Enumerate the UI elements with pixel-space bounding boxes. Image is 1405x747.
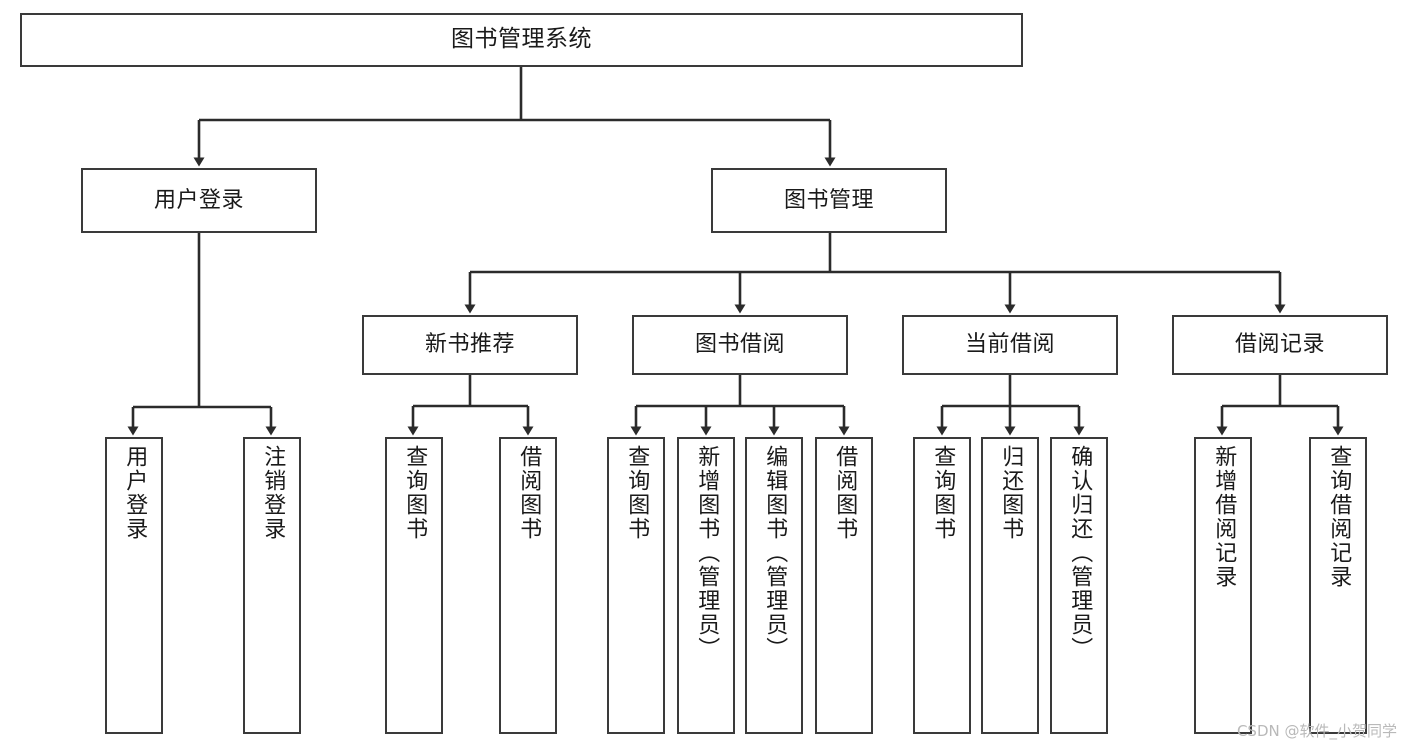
node-leaf-query-book-borrow[interactable]: 查询图书	[607, 437, 665, 734]
node-borrow-record[interactable]: 借阅记录	[1172, 315, 1388, 375]
node-label: 图书管理	[783, 187, 874, 213]
node-label: 用户登录	[153, 187, 244, 213]
node-label: 注销登录	[260, 445, 286, 541]
node-new-book-recommend[interactable]: 新书推荐	[362, 315, 578, 375]
node-label: 图书借阅	[694, 332, 785, 358]
node-label: 编辑图书（管理员）	[762, 445, 788, 661]
node-label: 新增借阅记录	[1211, 445, 1237, 589]
node-leaf-return-book[interactable]: 归还图书	[981, 437, 1039, 734]
node-label: 借阅记录	[1234, 332, 1325, 358]
node-label: 查询图书	[930, 445, 956, 541]
node-leaf-borrow-book[interactable]: 借阅图书	[815, 437, 873, 734]
node-label: 新增图书（管理员）	[694, 445, 720, 661]
node-label: 借阅图书	[832, 445, 858, 541]
node-leaf-query-book-current[interactable]: 查询图书	[913, 437, 971, 734]
node-label: 查询借阅记录	[1326, 445, 1352, 589]
node-current-borrow[interactable]: 当前借阅	[902, 315, 1118, 375]
node-label: 查询图书	[624, 445, 650, 541]
node-leaf-edit-book-admin[interactable]: 编辑图书（管理员）	[745, 437, 803, 734]
node-leaf-borrow-book-recommend[interactable]: 借阅图书	[499, 437, 557, 734]
node-book-borrow[interactable]: 图书借阅	[632, 315, 848, 375]
node-label: 查询图书	[402, 445, 428, 541]
node-leaf-logout[interactable]: 注销登录	[243, 437, 301, 734]
node-book-management[interactable]: 图书管理	[711, 168, 947, 233]
node-user-login[interactable]: 用户登录	[81, 168, 317, 233]
node-label: 借阅图书	[516, 445, 542, 541]
node-root-book-management-system[interactable]: 图书管理系统	[20, 13, 1023, 67]
node-label: 当前借阅	[964, 332, 1055, 358]
node-label: 用户登录	[122, 445, 148, 541]
node-leaf-query-book-recommend[interactable]: 查询图书	[385, 437, 443, 734]
node-label: 确认归还（管理员）	[1067, 445, 1093, 661]
node-leaf-user-login[interactable]: 用户登录	[105, 437, 163, 734]
node-label: 图书管理系统	[451, 26, 592, 53]
node-leaf-add-book-admin[interactable]: 新增图书（管理员）	[677, 437, 735, 734]
watermark-text: CSDN @软件_小贺同学	[1236, 722, 1397, 740]
node-label: 归还图书	[998, 445, 1024, 541]
node-leaf-add-borrow-record[interactable]: 新增借阅记录	[1194, 437, 1252, 734]
node-leaf-query-borrow-record[interactable]: 查询借阅记录	[1309, 437, 1367, 734]
node-leaf-confirm-return-admin[interactable]: 确认归还（管理员）	[1050, 437, 1108, 734]
node-label: 新书推荐	[424, 332, 515, 358]
